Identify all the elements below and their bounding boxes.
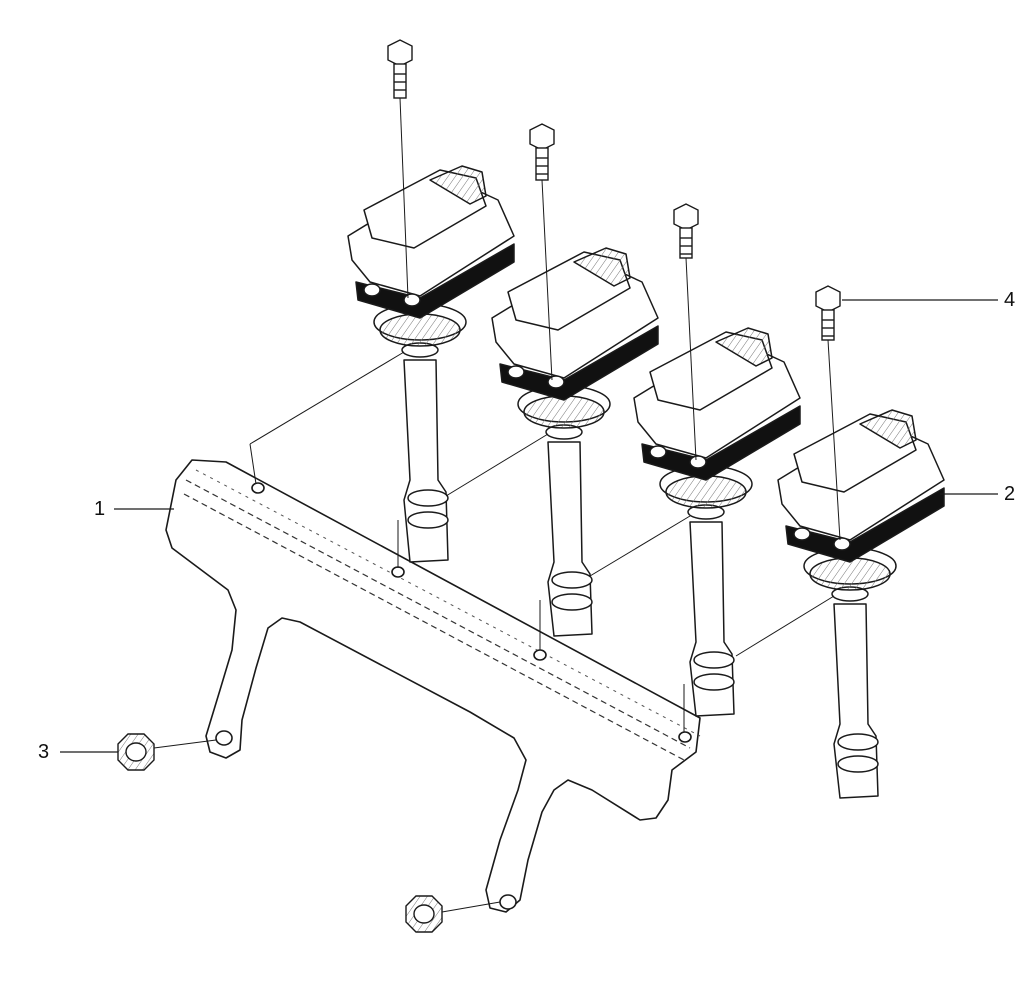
bolt-2 <box>529 123 555 181</box>
bolt-4 <box>815 285 841 341</box>
bolt-3 <box>673 203 699 259</box>
ignition-coil-1 <box>347 165 515 563</box>
alignment-lines <box>249 351 835 732</box>
callout-2: 2 <box>1004 483 1016 505</box>
nut-left <box>117 733 155 771</box>
leader-lines <box>60 299 998 753</box>
ignition-coil-4 <box>777 409 945 799</box>
bolt-1 <box>387 39 413 99</box>
callout-3: 3 <box>38 741 50 763</box>
bolt-axis-lines <box>399 97 841 541</box>
nut-bottom <box>405 895 443 933</box>
callout-4: 4 <box>1004 289 1016 311</box>
ignition-coil-3 <box>633 327 801 717</box>
callout-1: 1 <box>94 498 106 520</box>
ignition-coil-2 <box>491 247 659 637</box>
